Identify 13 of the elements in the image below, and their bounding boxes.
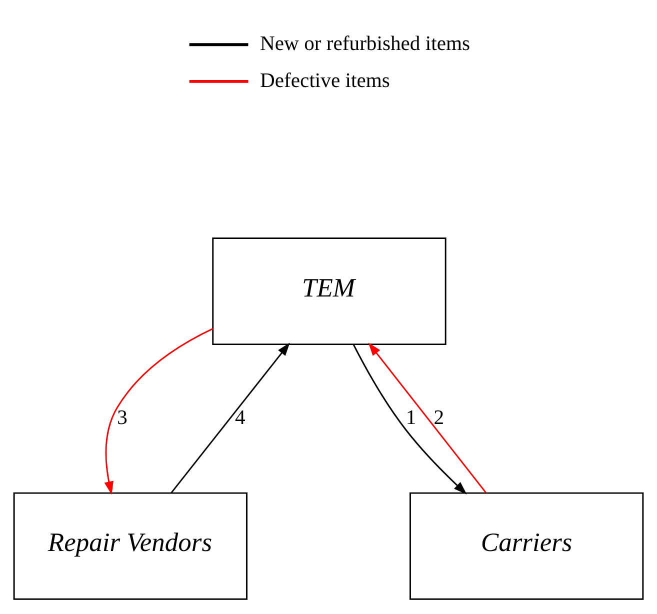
edge-label: 2 bbox=[434, 406, 444, 429]
legend-label: Defective items bbox=[260, 69, 390, 92]
edge-label: 1 bbox=[406, 406, 416, 429]
edge-label: 3 bbox=[117, 406, 128, 429]
edge-label: 4 bbox=[234, 406, 246, 429]
arrow bbox=[170, 342, 290, 493]
arrow bbox=[368, 342, 486, 493]
node-box: Repair Vendors bbox=[13, 492, 248, 600]
arrow bbox=[352, 344, 467, 494]
node-box: Carriers bbox=[410, 492, 644, 600]
arrow bbox=[104, 328, 214, 494]
legend-label: New or refurbished items bbox=[260, 32, 470, 55]
node-box: TEM bbox=[212, 237, 446, 345]
